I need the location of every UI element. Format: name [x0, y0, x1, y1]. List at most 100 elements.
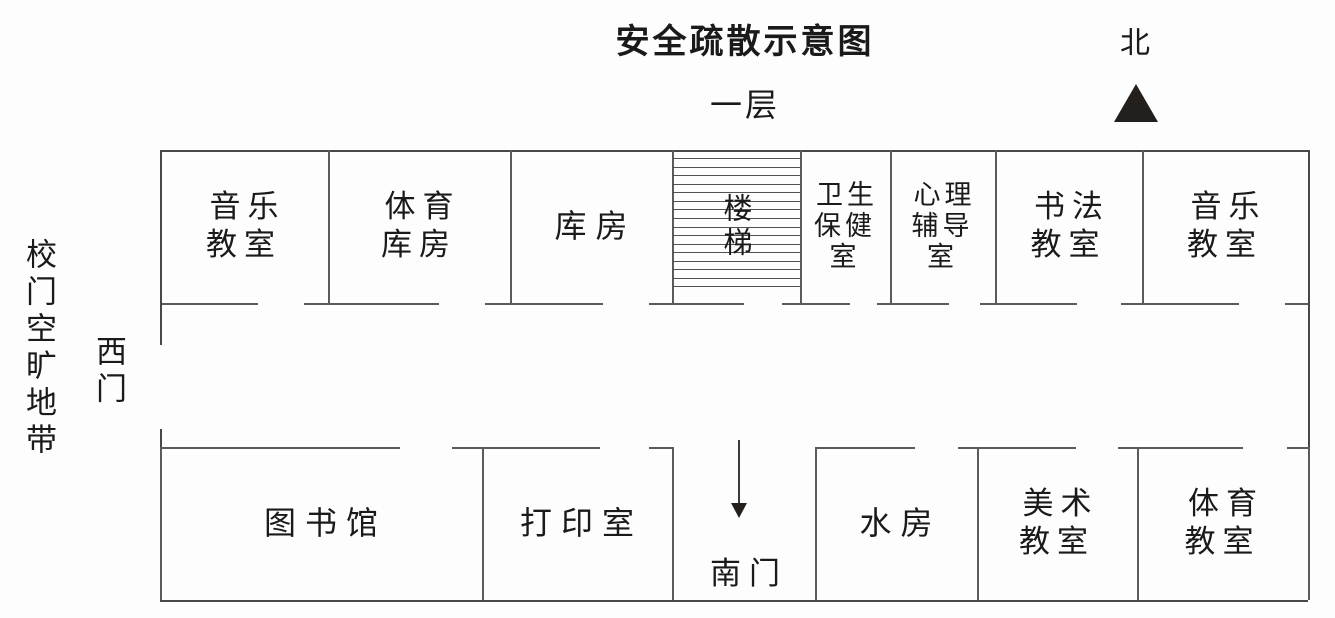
corridor-wall-north [782, 303, 800, 305]
evacuation-arrow-shaft [738, 440, 740, 506]
exterior-wall-north [160, 150, 1308, 152]
label-school-gate-open-area: 校门空旷地带 [20, 238, 56, 460]
stair-step-line [672, 218, 800, 219]
room-label-text: 打印室 [519, 503, 643, 542]
room-bottom-3: 美术 教室 [977, 447, 1137, 600]
room-label-text: 库房 [554, 206, 637, 245]
stair-step-line [672, 201, 800, 202]
room-label-text: 体育 库房 [381, 188, 461, 263]
partition-wall [815, 447, 817, 600]
corridor-wall-south [482, 447, 600, 449]
stair-step-line [672, 235, 800, 236]
exterior-wall-east-top [1308, 150, 1310, 303]
corridor-wall-south [649, 447, 672, 449]
room-top-7: 音乐 教室 [1142, 150, 1308, 303]
corridor-wall-north [890, 303, 949, 305]
room-label-text: 卫生 保健 室 [814, 179, 878, 274]
page-subtitle: 一层 [709, 86, 780, 124]
stairs-label-text: 楼梯 [719, 192, 753, 261]
room-bottom-2: 水房 [815, 447, 977, 600]
stair-step-line [672, 244, 800, 245]
room-bottom-0: 图书馆 [160, 447, 482, 600]
stair-step-line [672, 192, 800, 193]
room-label-text: 图书馆 [263, 503, 387, 542]
partition-wall [160, 447, 162, 600]
partition-wall [1142, 150, 1144, 303]
partition-wall [890, 150, 892, 303]
stair-step-line [672, 286, 800, 287]
evacuation-arrow-head-icon [731, 503, 747, 518]
partition-wall [800, 150, 802, 303]
corridor-wall-north [1284, 303, 1308, 305]
room-bottom-1: 打印室 [482, 447, 672, 600]
corridor-wall-north [800, 303, 851, 305]
corridor-wall-south [815, 447, 916, 449]
stair-step-line [672, 278, 800, 279]
corridor-wall-north [649, 303, 672, 305]
partition-wall [995, 150, 997, 303]
corridor-wall-north [484, 303, 510, 305]
stair-step-line [672, 227, 800, 228]
corridor-wall-north [1142, 303, 1239, 305]
label-south-gate: 南门 [710, 556, 788, 592]
room-bottom-4: 体育 教室 [1137, 447, 1308, 600]
room-label-text: 美术 教室 [1019, 485, 1099, 560]
corridor-wall-south [1117, 447, 1137, 449]
exterior-wall-south [160, 600, 1308, 602]
corridor-wall-north [160, 303, 259, 305]
stair-step-line [672, 167, 800, 168]
stair-step-line [672, 158, 800, 159]
room-label-text: 心理 辅导 室 [911, 179, 976, 274]
corridor-wall-south [957, 447, 977, 449]
partition-wall [510, 150, 512, 303]
stair-step-line [672, 269, 800, 270]
corridor-wall-north [877, 303, 890, 305]
partition-wall [328, 150, 330, 303]
room-top-0: 音乐 教室 [160, 150, 328, 303]
stairwell: 楼梯 [672, 158, 800, 295]
partition-wall [672, 447, 674, 600]
partition-wall [1137, 447, 1139, 600]
label-west-gate: 西门 [90, 335, 126, 409]
corridor-wall-south [1137, 447, 1244, 449]
stairs-label: 楼梯 [672, 158, 800, 295]
room-top-5: 心理 辅导 室 [890, 150, 995, 303]
corridor-wall-north [980, 303, 995, 305]
corridor-wall-north [304, 303, 328, 305]
exterior-wall-east-corridor [1308, 303, 1310, 447]
room-label-text: 体育 教室 [1184, 485, 1264, 560]
room-top-4: 卫生 保健 室 [800, 150, 890, 303]
corridor-wall-south [1287, 447, 1308, 449]
stair-step-line [672, 175, 800, 176]
room-top-2: 库房 [510, 150, 672, 303]
partition-wall [482, 447, 484, 600]
corridor-wall-west-stub [160, 303, 162, 345]
stair-step-line [672, 261, 800, 262]
corridor-wall-north [672, 303, 744, 305]
corridor-wall-south [160, 447, 400, 449]
room-label-text: 音乐 教室 [206, 188, 286, 263]
corridor-wall-south [452, 447, 482, 449]
exterior-wall-west-top [160, 150, 162, 303]
room-label-text: 书法 教室 [1030, 188, 1110, 263]
corridor-wall-north [328, 303, 439, 305]
corridor-wall-north [510, 303, 604, 305]
corridor-wall-north [995, 303, 1078, 305]
page-title: 安全疏散示意图 [615, 22, 875, 62]
stair-step-line [672, 209, 800, 210]
stair-step-line [672, 252, 800, 253]
room-top-6: 书法 教室 [995, 150, 1142, 303]
north-triangle-icon [1114, 84, 1158, 122]
corridor-wall-south [977, 447, 1077, 449]
corridor-wall-west-stub [160, 429, 162, 447]
corridor-wall-north [1121, 303, 1142, 305]
partition-wall [1308, 447, 1310, 600]
north-label: 北 [1120, 26, 1150, 61]
partition-wall [977, 447, 979, 600]
room-label-text: 水房 [859, 503, 942, 542]
partition-wall [672, 150, 674, 303]
room-top-1: 体育 库房 [328, 150, 510, 303]
room-label-text: 音乐 教室 [1187, 188, 1267, 263]
